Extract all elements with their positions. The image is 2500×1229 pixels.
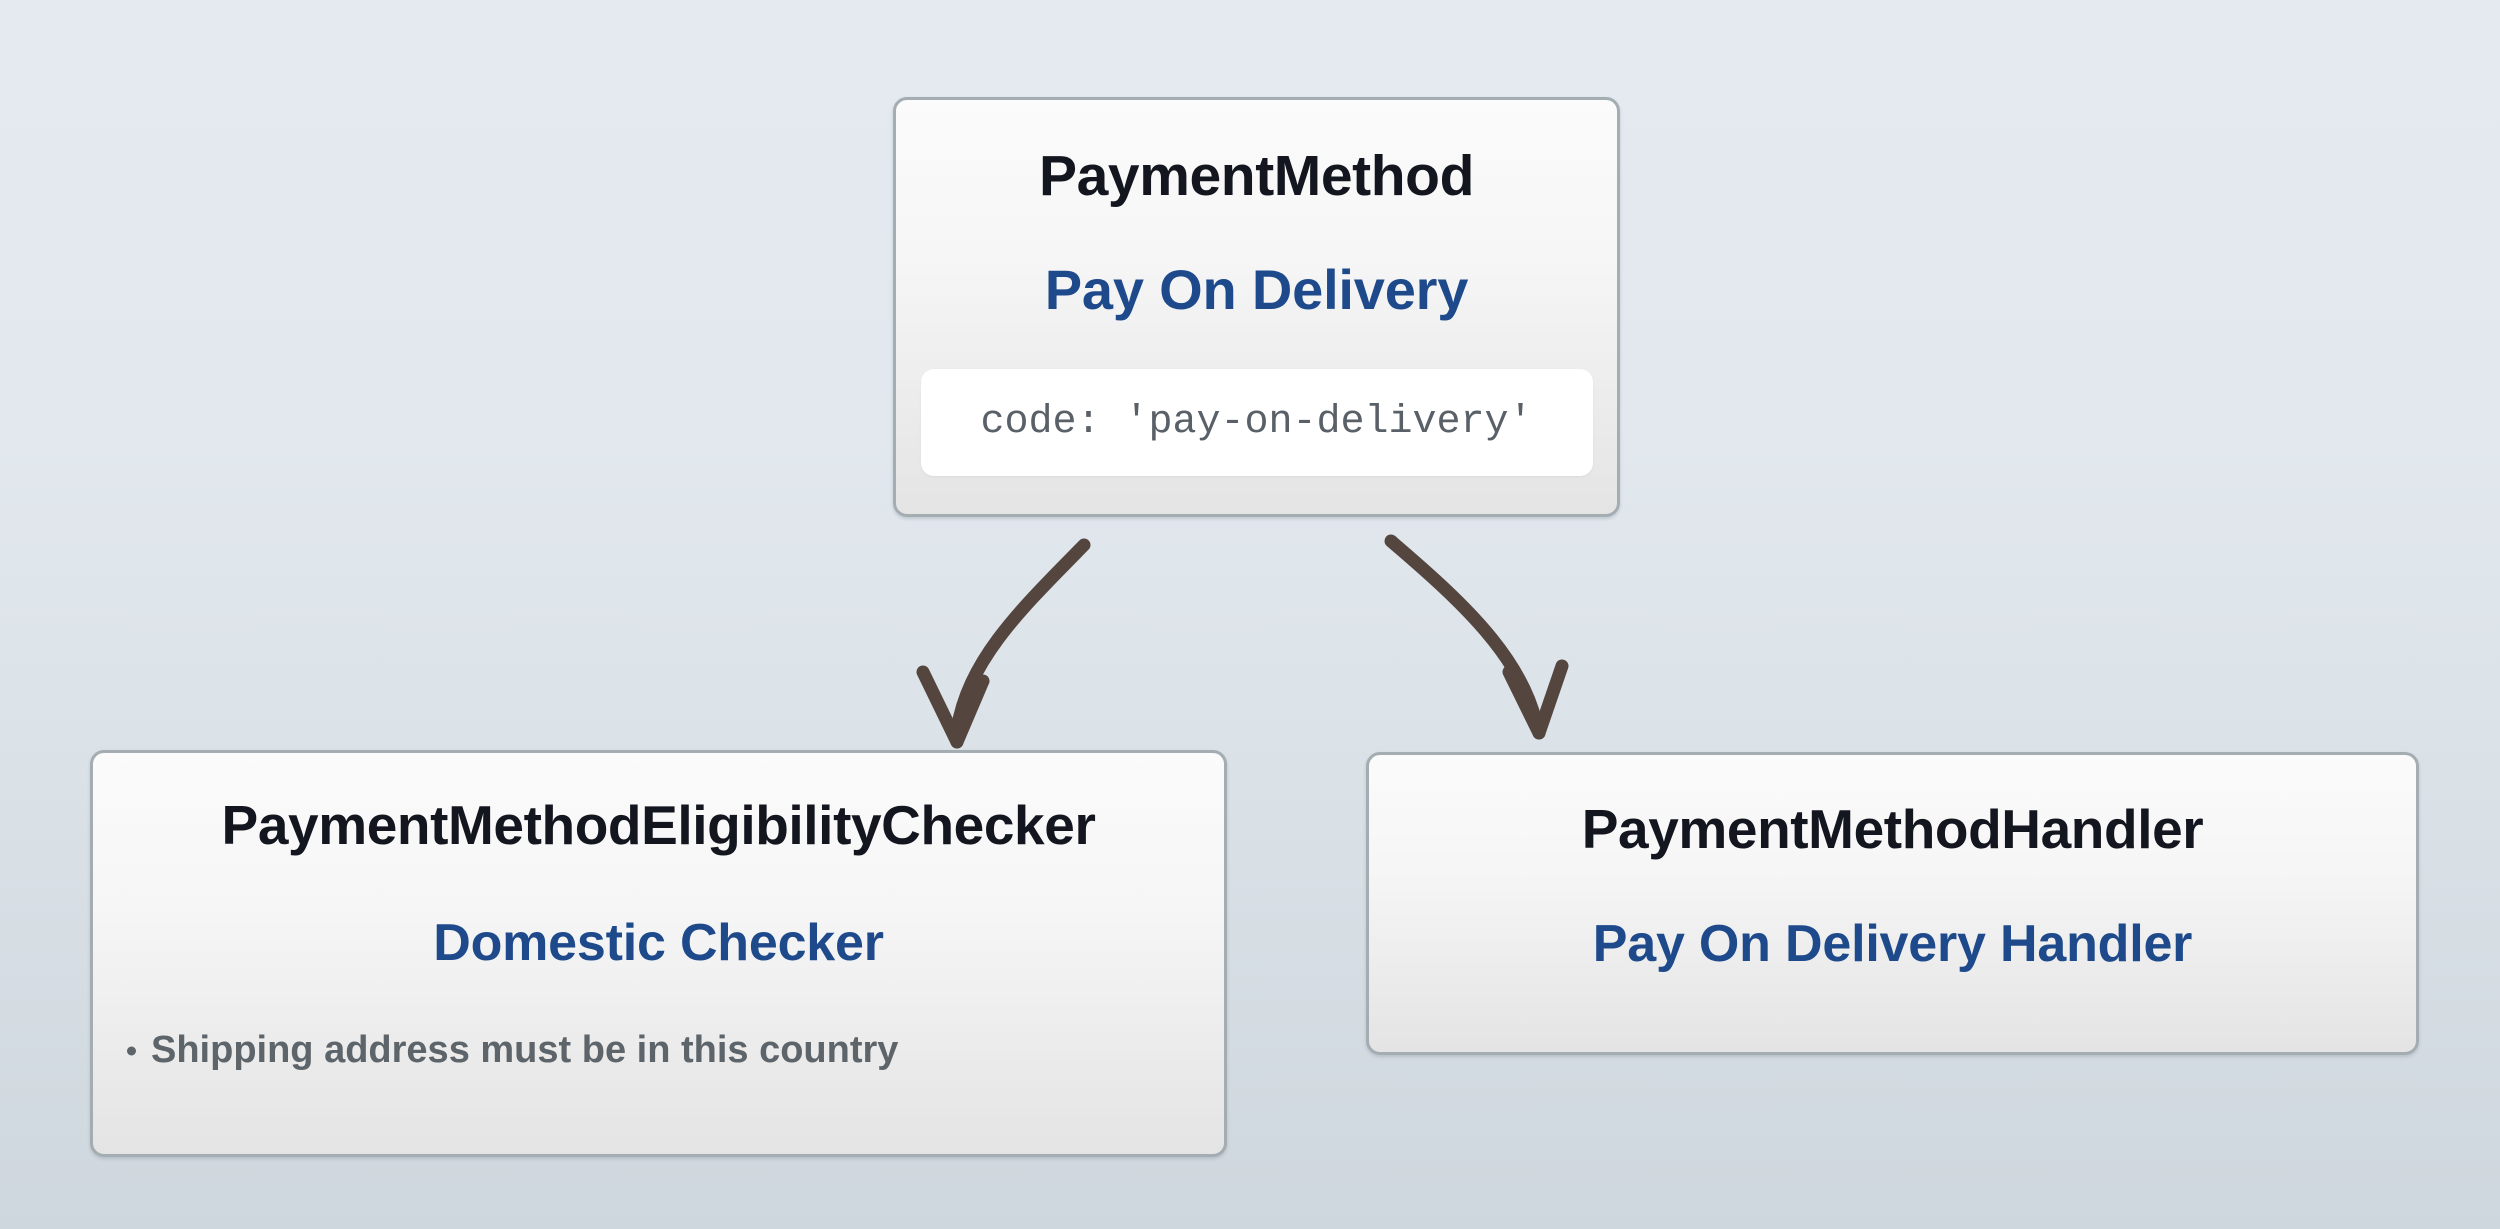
node-payment-method-type-label: PaymentMethod <box>1038 144 1475 208</box>
node-payment-handler-name-label: Pay On Delivery Handler <box>1592 914 2193 973</box>
node-payment-handler-type-label: PaymentMethodHandler <box>1581 798 2204 860</box>
node-payment-method-handler[interactable]: PaymentMethodHandler Pay On Delivery Han… <box>1366 752 2419 1055</box>
arrow-payment-method-to-eligibility-checker <box>916 538 1091 749</box>
node-eligibility-checker-bullet-list: Shipping address must be in this country <box>117 1028 898 1074</box>
arrow-payment-method-to-payment-handler <box>1384 534 1569 740</box>
node-eligibility-checker-type-label: PaymentMethodEligibilityChecker <box>221 794 1096 856</box>
list-item: Shipping address must be in this country <box>117 1028 898 1074</box>
node-eligibility-checker-name-label: Domestic Checker <box>433 913 884 972</box>
node-payment-method-name-label: Pay On Delivery <box>1044 257 1469 321</box>
node-payment-method-eligibility-checker[interactable]: PaymentMethodEligibilityChecker Domestic… <box>90 750 1227 1157</box>
node-payment-method-code-chip: code: 'pay-on-delivery' <box>920 368 1593 476</box>
node-payment-method[interactable]: PaymentMethod Pay On Delivery code: 'pay… <box>893 97 1620 517</box>
